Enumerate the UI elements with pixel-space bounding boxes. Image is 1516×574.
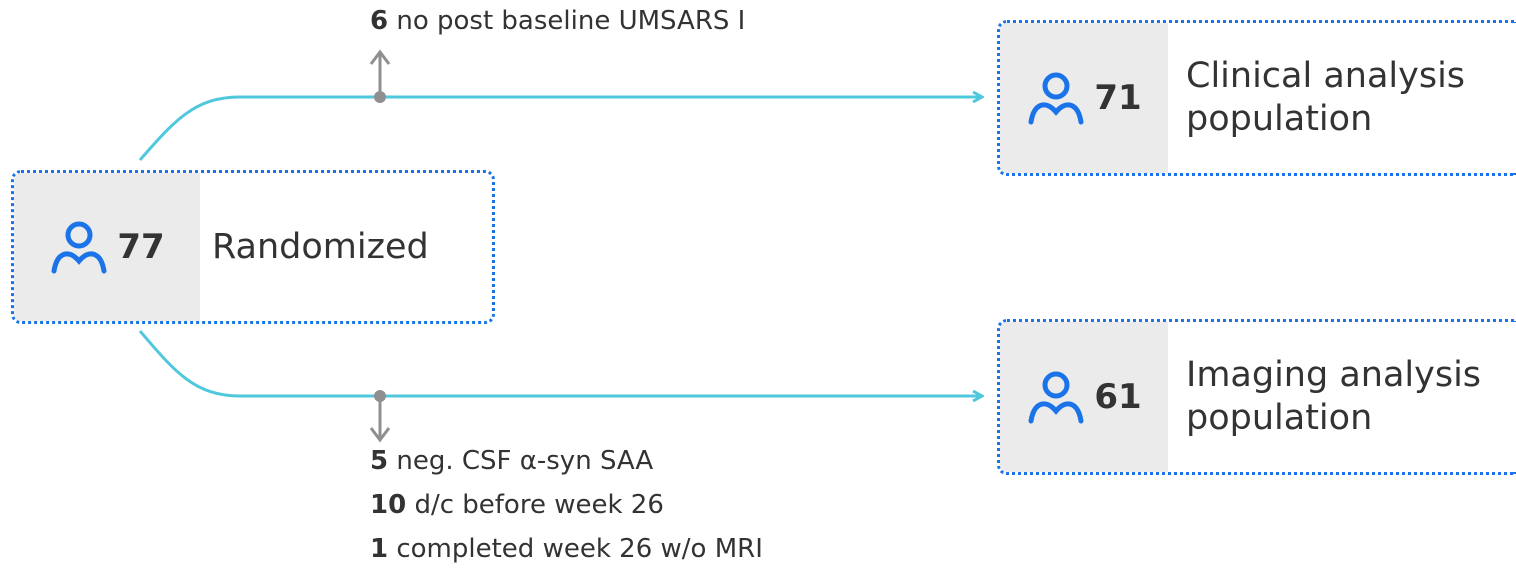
randomized-stat: 77: [14, 173, 200, 321]
person-icon: [51, 221, 107, 274]
imaging-count: 61: [1094, 377, 1142, 417]
exclusion-note-clinical: 6 no post baseline UMSARS I: [370, 6, 746, 36]
exclusion-node-imaging: [374, 390, 386, 402]
clinical-count: 71: [1094, 78, 1142, 118]
flow-line-to-clinical: [138, 97, 982, 161]
imaging-stat: 61: [1000, 322, 1168, 472]
exclusion-note-imaging-2: 10 d/c before week 26: [370, 490, 664, 520]
person-icon: [1028, 72, 1084, 125]
person-icon: [1028, 371, 1084, 424]
exclusion-note-imaging-3: 1 completed week 26 w/o MRI: [370, 534, 763, 564]
clinical-stat: 71: [1000, 23, 1168, 173]
exclusion-node-clinical: [374, 91, 386, 103]
clinical-population-box: 71 Clinical analysis population: [997, 20, 1516, 176]
imaging-label: Imaging analysis population: [1186, 355, 1482, 438]
imaging-population-box: 61 Imaging analysis population: [997, 319, 1516, 475]
clinical-label: Clinical analysis population: [1186, 56, 1466, 139]
randomized-label: Randomized: [212, 226, 429, 267]
randomized-box: 77 Randomized: [11, 170, 495, 324]
randomized-count: 77: [117, 227, 165, 267]
exclusion-note-imaging-1: 5 neg. CSF α-syn SAA: [370, 446, 654, 476]
flow-line-to-imaging: [138, 330, 982, 396]
